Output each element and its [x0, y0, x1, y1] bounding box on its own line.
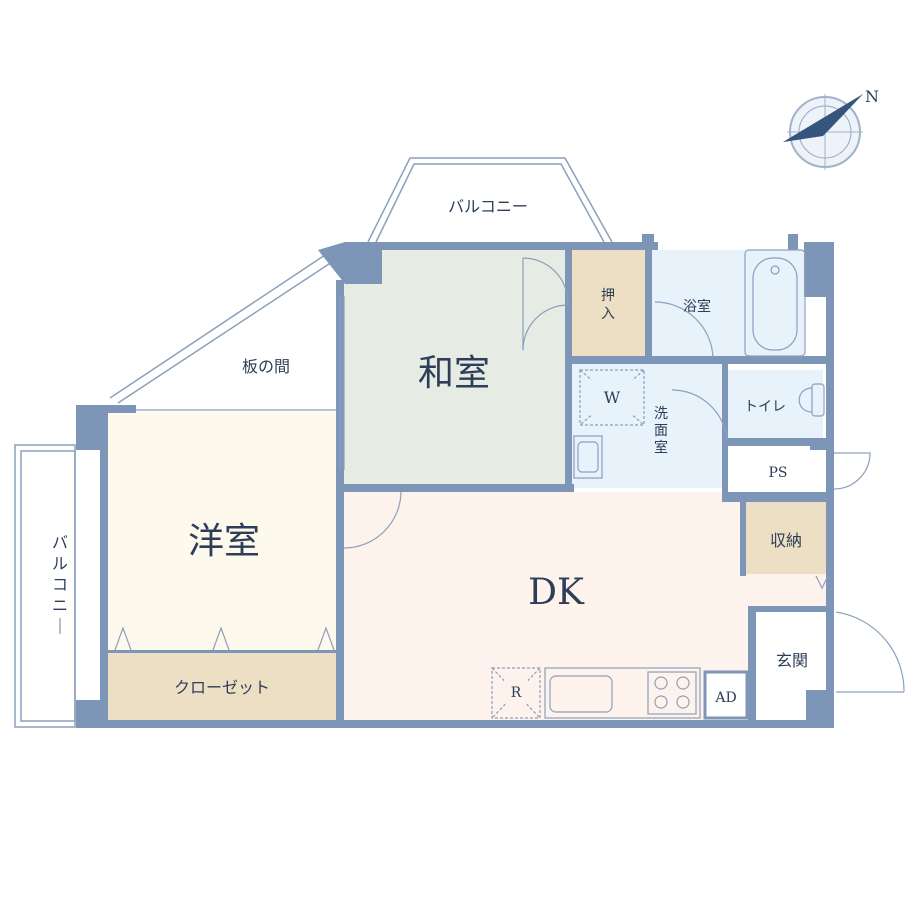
shuno-door-marker: [815, 575, 829, 590]
label-oshiire: 押入: [601, 288, 615, 322]
itanoma-floor: [120, 262, 340, 405]
balcony-left-outline-inner: [20, 450, 76, 722]
closet-doors: [114, 626, 335, 651]
washer-place-icon: [579, 369, 645, 426]
balcony-top-outline-inner: [375, 163, 605, 243]
compass-icon: [783, 94, 863, 170]
kitchen-counter-icon: [544, 667, 701, 719]
label-washitsu: 和室: [418, 353, 490, 394]
label-balcony-left: バルコニ｜: [52, 533, 68, 636]
closet-floor: [108, 652, 338, 720]
ad-box: [703, 670, 749, 720]
washbasin-icon: [573, 435, 603, 479]
label-closet: クローゼット: [174, 678, 270, 697]
label-yoshitsu: 洋室: [188, 521, 260, 562]
ps-floor: [732, 453, 822, 493]
shuno-floor: [745, 502, 827, 574]
toilet-icon: [798, 383, 825, 417]
door-swings: [339, 257, 905, 693]
label-itanoma: 板の間: [242, 357, 290, 376]
label-genkan: 玄関: [776, 651, 808, 670]
oshiire-floor: [570, 250, 645, 358]
label-shuno: 収納: [770, 531, 802, 550]
label-ad: AD: [714, 690, 736, 706]
balcony-top-outline: [367, 157, 613, 243]
label-senmenshitsu: 洗面室: [654, 406, 668, 456]
compass-north-label: N: [865, 87, 879, 106]
label-yokushitsu: 浴室: [683, 298, 711, 315]
fridge-place-icon: [491, 667, 541, 719]
label-toilet: トイレ: [744, 399, 786, 415]
yokushitsu-floor: [652, 250, 804, 358]
washitsu-floor: [344, 250, 570, 485]
label-dk: DK: [528, 572, 585, 613]
toilet-floor: [728, 370, 823, 440]
diagonal-window: [109, 254, 333, 404]
label-balcony-top: バルコニー: [448, 197, 528, 216]
bathtub-icon: [744, 249, 806, 357]
label-washer: W: [604, 388, 621, 407]
label-ps: PS: [768, 465, 787, 481]
label-fridge: R: [511, 685, 522, 701]
yoshitsu-floor: [108, 412, 338, 654]
